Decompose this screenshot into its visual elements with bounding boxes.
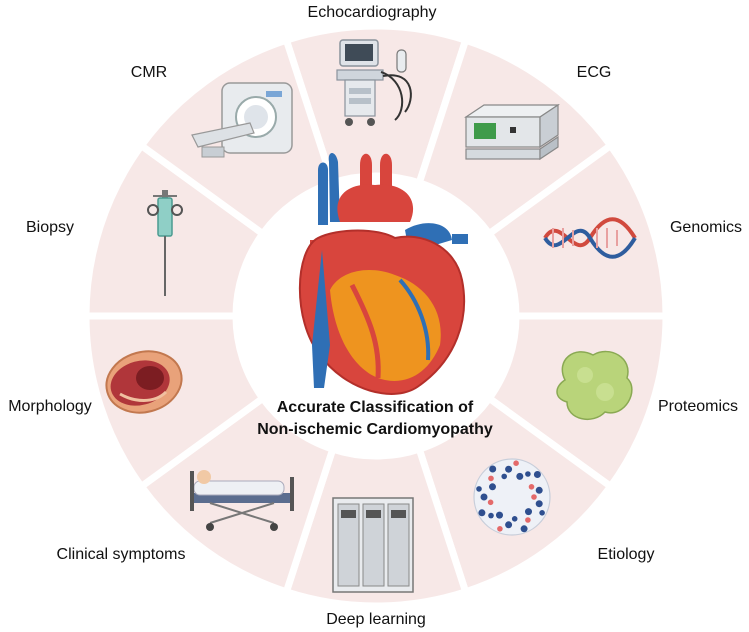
protein-blob-icon [556,350,633,421]
virus-spikes [476,460,545,533]
ultrasound-machine-icon [336,39,412,126]
genomics-label: Genomics [670,219,742,236]
virus-spike [489,483,496,491]
server-rack-icon [332,497,414,593]
dna-helix-icon [543,217,637,259]
biopsy-label: Biopsy [26,219,74,236]
virus-spike [488,475,494,482]
echocardiography-label: Echocardiography [308,4,437,21]
virus-spike [535,500,543,508]
virus-spike [525,508,532,516]
virus-spike [487,499,494,506]
virus-spike [535,486,543,494]
virus-spike [489,465,497,473]
virus-spike [528,484,535,490]
virus-spike [513,460,519,466]
virus-spike [511,516,518,522]
biopsy-needle-icon [147,190,183,296]
clinical-symptoms-label: Clinical symptoms [57,546,186,563]
virus-spike [516,472,524,480]
proteomics-label: Proteomics [658,398,738,415]
virus-spike [525,517,531,523]
center-title: Accurate Classification of Non-ischemic … [230,397,520,441]
ecg-device-icon [464,103,560,161]
virus-spike [505,465,513,473]
center-title-line-2: Non-ischemic Cardiomyopathy [257,421,493,438]
hospital-bed-icon [190,470,294,531]
cmr-label: CMR [131,64,167,81]
virus-spike [476,486,482,492]
morphology-label: Morphology [8,398,92,415]
virus-spike [496,511,503,519]
virus-icon [473,458,551,536]
ecg-label: ECG [577,64,612,81]
etiology-label: Etiology [598,546,655,563]
mri-scanner-icon [191,82,293,158]
virus-spike [533,471,541,478]
virus-spike [488,512,494,519]
deep-learning-label: Deep learning [326,611,426,628]
center-title-line-1: Accurate Classification of [276,399,474,416]
virus-spike [520,525,528,533]
heart-illustration [298,153,468,395]
heart-cross-section-icon [105,350,183,414]
virus-spike [539,510,545,516]
virus-spike [478,509,486,517]
virus-spike [497,526,503,532]
virus-spike [531,494,537,500]
virus-spike [480,493,488,501]
virus-spike [505,521,513,529]
virus-spike [501,473,507,480]
virus-spike [525,471,531,477]
